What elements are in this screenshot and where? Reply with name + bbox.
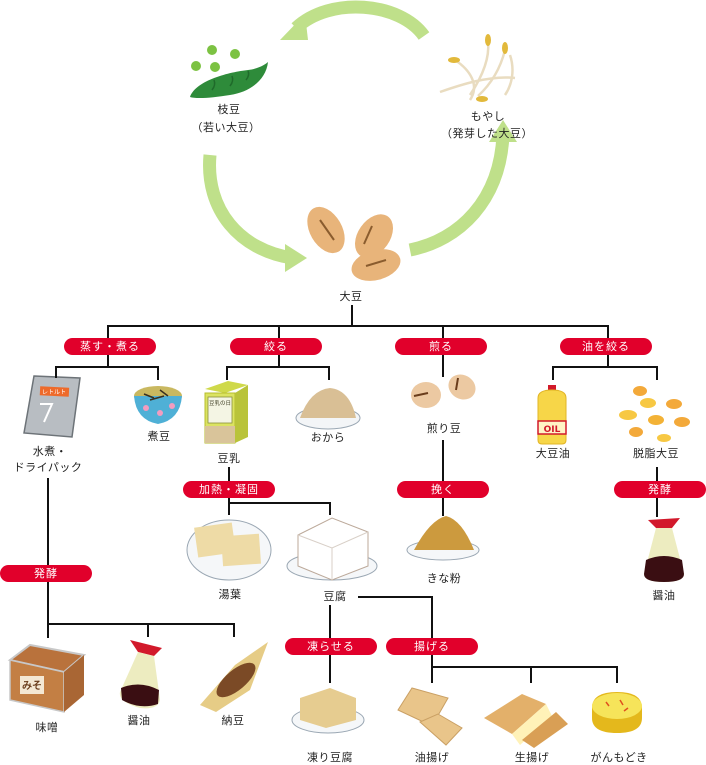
label-moyashi-note: （発芽した大豆） [441,127,533,140]
connector-line [47,623,235,625]
process-grind: 挽く [397,481,489,498]
tofu-icon [286,517,378,581]
label-tonyu: 豆乳 [217,452,241,465]
label-soybean: 大豆 [339,290,363,303]
connector-line [329,502,331,515]
aburaage-icon [397,687,463,746]
label-nimame: 煮豆 [147,430,171,443]
process-roast: 煎る [395,338,487,355]
cycle-arrow-right [408,120,517,257]
connector-line [616,666,618,683]
process-freeze: 凍らせる [285,638,377,655]
label-aburaage: 油揚げ [414,751,450,764]
namaage-icon [484,694,568,748]
connector-line [656,366,658,380]
defatted-soybeans-icon [619,386,690,442]
ganmodoki-icon [592,692,642,733]
label-daizuyu: 大豆油 [535,447,571,460]
miso-tub-icon: みそ [7,643,87,713]
label-yuba: 湯葉 [218,588,242,601]
connector-line [55,366,159,368]
cycle-arrow-left [203,154,307,272]
label-tofu: 豆腐 [323,590,347,603]
label-miso: 味噌 [35,721,59,734]
label-namaage: 生揚げ [514,751,550,764]
process-ferment-right: 発酵 [614,481,706,498]
label-edamame-note: （若い大豆） [191,121,261,134]
connector-line [226,366,228,380]
connector-line [228,502,331,504]
connector-line [107,325,109,339]
connector-line [530,666,532,683]
soybeans-icon [307,206,401,281]
bean-sprouts-icon [439,34,516,102]
okara-icon [295,388,361,430]
oil-bottle-icon: OIL [537,385,567,445]
retort-pouch-label: レトルト [42,389,66,396]
connector-line [226,366,330,368]
connector-line [442,355,444,377]
oil-bottle-label: OIL [544,425,561,435]
label-koori-tofu: 凍り豆腐 [307,751,353,764]
label-shoyu-left: 醤油 [127,714,151,727]
connector-line [47,478,49,638]
nimame-bowl-icon [134,386,182,424]
label-kinako: きな粉 [426,572,462,585]
connector-line [442,325,444,339]
connector-line [278,355,280,367]
connector-line [233,623,235,637]
soy-sauce-bottle-icon [644,518,684,582]
label-edamame: 枝豆 [217,103,241,116]
connector-line [328,366,330,380]
kinako-icon [406,516,480,561]
connector-line [607,325,609,339]
connector-line [107,325,609,327]
connector-line [55,366,57,378]
label-moyashi: もやし [470,110,506,123]
label-ganmodoki: がんもどき [590,751,648,764]
connector-line [431,666,618,668]
label-okara: おから [310,431,346,444]
connector-line [552,366,554,380]
roasted-beans-icon [411,374,476,408]
process-fry: 揚げる [386,638,478,655]
soymilk-carton-label: 豆乳の日 [209,399,231,407]
miso-tub-label: みそ [22,680,42,692]
natto-icon [200,642,268,712]
connector-line [278,325,280,339]
connector-line [351,305,353,327]
soymilk-carton-icon: 豆乳の日 [204,381,248,444]
connector-line [358,596,433,598]
process-squeeze: 絞る [230,338,322,355]
connector-line [147,623,149,637]
edamame-icon [190,45,268,99]
koori-tofu-icon [291,688,365,734]
label-dasshi-daizu: 脱脂大豆 [633,447,679,460]
label-mizuni: 水煮・ [32,445,68,458]
connector-line [442,440,444,516]
cycle-arrow-top [280,0,430,41]
soy-sauce-bottle-icon [119,640,162,709]
process-press-oil: 油を絞る [560,338,652,355]
connector-line [107,355,109,367]
label-irimame: 煎り豆 [426,422,462,435]
process-heat-coagulate: 加熱・凝固 [183,481,275,498]
yuba-icon [186,519,272,581]
connector-line [157,366,159,380]
retort-pouch-icon: レトルト [23,375,81,438]
label-shoyu-right: 醤油 [652,589,676,602]
connector-line [552,366,658,368]
process-steam-boil: 蒸す・煮る [64,338,156,355]
label-natto: 納豆 [221,714,245,727]
process-ferment-left: 発酵 [0,565,92,582]
label-dry-pack: ドライパック [13,461,83,474]
connector-line [607,355,609,367]
